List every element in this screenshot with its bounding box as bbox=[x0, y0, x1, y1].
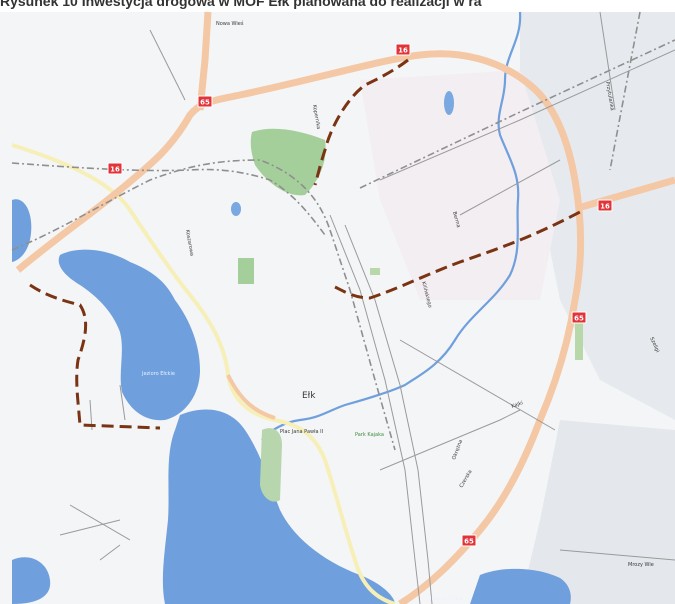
park-small bbox=[370, 268, 380, 275]
planned-route-east bbox=[334, 210, 581, 300]
road-16-east bbox=[577, 176, 675, 212]
railways bbox=[11, 11, 675, 451]
label-plac: Plac Jana Pawła II bbox=[280, 429, 323, 435]
road-shield-65-northwest: 65 bbox=[197, 95, 213, 108]
road-65-north bbox=[196, 11, 212, 111]
planned-route-north bbox=[313, 58, 409, 186]
pond-center bbox=[231, 202, 241, 216]
label-street-kopernika: Kopernika bbox=[311, 104, 321, 129]
svg-text:65: 65 bbox=[574, 315, 584, 323]
label-place-przytulanka: Przytulanka bbox=[604, 81, 615, 111]
svg-text:16: 16 bbox=[398, 47, 408, 55]
figure-caption: Rysunek 10 Inwestycja drogowa w MOF Ełk … bbox=[0, 0, 482, 9]
lake-west bbox=[12, 199, 32, 262]
label-street-berma: Berma bbox=[451, 211, 461, 228]
label-lake-south: Jezioro Ełckie bbox=[429, 596, 463, 602]
svg-text:65: 65 bbox=[200, 99, 210, 107]
svg-text:16: 16 bbox=[110, 166, 120, 174]
road-ring bbox=[15, 50, 585, 604]
pond-north bbox=[444, 91, 454, 115]
road-inner-town bbox=[226, 374, 276, 420]
terrain-southeast bbox=[520, 420, 675, 604]
road-shield-65-south: 65 bbox=[461, 534, 477, 547]
planned-route-west bbox=[29, 283, 161, 430]
river bbox=[261, 11, 522, 441]
road-shield-16-west: 16 bbox=[107, 162, 123, 175]
label-lake-main: Jezioro Ełckie bbox=[141, 371, 175, 377]
label-park: Park Kajaka bbox=[355, 432, 384, 438]
road-shield-65-southeast: 65 bbox=[571, 311, 587, 324]
lake-southeast bbox=[470, 568, 571, 604]
road-yellow-west bbox=[11, 143, 396, 604]
terrain-east bbox=[520, 12, 675, 420]
lake-main bbox=[58, 249, 201, 421]
label-street-kajki: Kajki bbox=[511, 400, 524, 410]
label-place-mrozy: Mrozy Wie bbox=[628, 562, 654, 568]
park-east-strip bbox=[575, 320, 583, 360]
park-south bbox=[260, 428, 282, 502]
label-street-koszarowa: Koszarowa bbox=[184, 229, 195, 256]
planned-route bbox=[29, 58, 581, 430]
park-center bbox=[238, 258, 254, 284]
lake-south bbox=[162, 409, 395, 604]
minor-roads bbox=[59, 11, 675, 604]
road-shield-16-east: 16 bbox=[597, 199, 613, 212]
park-north bbox=[250, 128, 326, 196]
road-shield-16-north: 16 bbox=[395, 43, 411, 56]
label-place-nowa-wies: Nowa Wieś bbox=[216, 20, 244, 27]
svg-text:16: 16 bbox=[600, 203, 610, 211]
label-town: Ełk bbox=[302, 391, 316, 401]
pond-sw bbox=[12, 557, 51, 604]
svg-text:65: 65 bbox=[464, 538, 474, 546]
